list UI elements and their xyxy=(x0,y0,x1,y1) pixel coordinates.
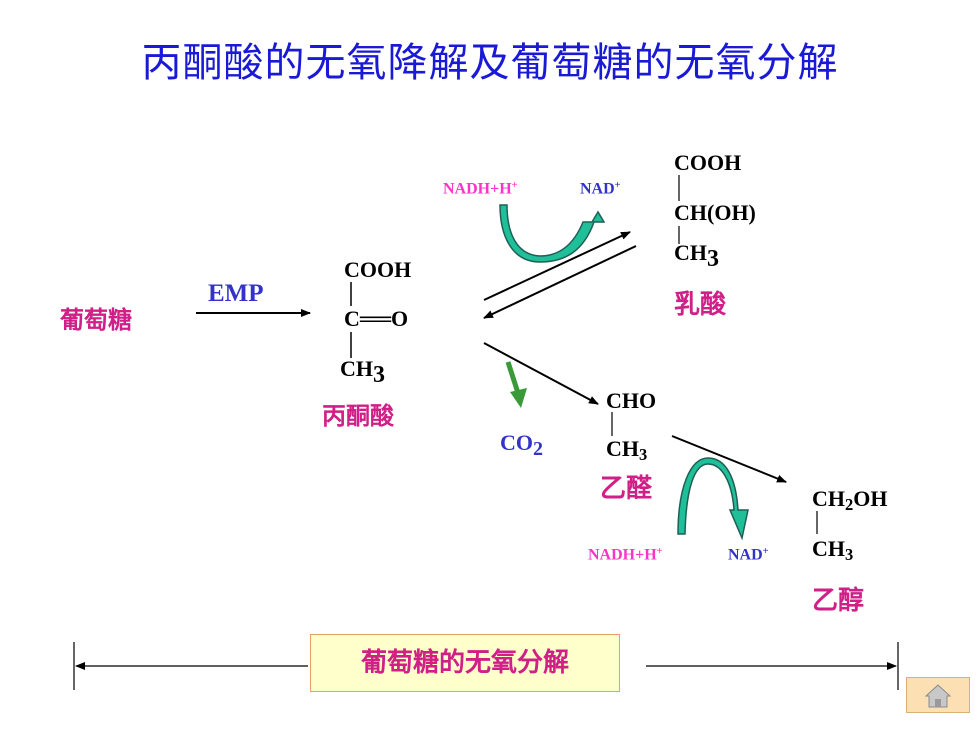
pyruvate-c3: CH3 xyxy=(340,356,385,388)
emp-label: EMP xyxy=(208,280,264,307)
acetaldehyde-name: 乙醛 xyxy=(600,474,653,504)
home-button[interactable] xyxy=(906,677,970,713)
home-icon xyxy=(924,684,952,708)
bottom-label-box: 葡萄糖的无氧分解 xyxy=(310,634,620,692)
ethanol-name: 乙醇 xyxy=(812,586,865,616)
to-acetaldehyde-arrow xyxy=(483,342,599,405)
lactate-c3: CH3 xyxy=(674,240,719,272)
ethanol-nad-label: NAD+ xyxy=(728,546,769,564)
pyruvate-c1: COOH xyxy=(344,257,412,282)
from-lactate-arrow xyxy=(483,245,637,319)
lactate-nadh-label: NADH+H+ xyxy=(443,180,518,198)
to-ethanol-arrow xyxy=(671,435,787,483)
co2-arrow-shaft xyxy=(505,361,521,394)
glucose-label: 葡萄糖 xyxy=(60,306,132,334)
page-title: 丙酮酸的无氧降解及葡萄糖的无氧分解 xyxy=(141,40,839,86)
lactate-curved-arrow xyxy=(499,204,606,263)
lactate-nad-label: NAD+ xyxy=(580,180,621,198)
ethanol-c1: CH2OH xyxy=(812,486,888,515)
ethanol-curved-arrow xyxy=(677,457,749,541)
co2-label: CO2 xyxy=(500,430,543,460)
lactate-c2: CH(OH) xyxy=(674,200,756,225)
co2-arrow-head xyxy=(510,388,527,408)
acetaldehyde-c1: CHO xyxy=(606,388,657,413)
lactate-c1: COOH xyxy=(674,150,742,175)
pyruvate-name: 丙酮酸 xyxy=(322,402,394,430)
bottom-label: 葡萄糖的无氧分解 xyxy=(360,648,569,678)
pyruvate-c2: C══O xyxy=(344,306,409,331)
acetaldehyde-c2: CH3 xyxy=(606,436,648,465)
lactate-name: 乳酸 xyxy=(674,290,727,320)
ethanol-c2: CH3 xyxy=(812,536,854,565)
to-lactate-arrow xyxy=(483,231,631,301)
ethanol-nadh-label: NADH+H+ xyxy=(588,546,663,564)
